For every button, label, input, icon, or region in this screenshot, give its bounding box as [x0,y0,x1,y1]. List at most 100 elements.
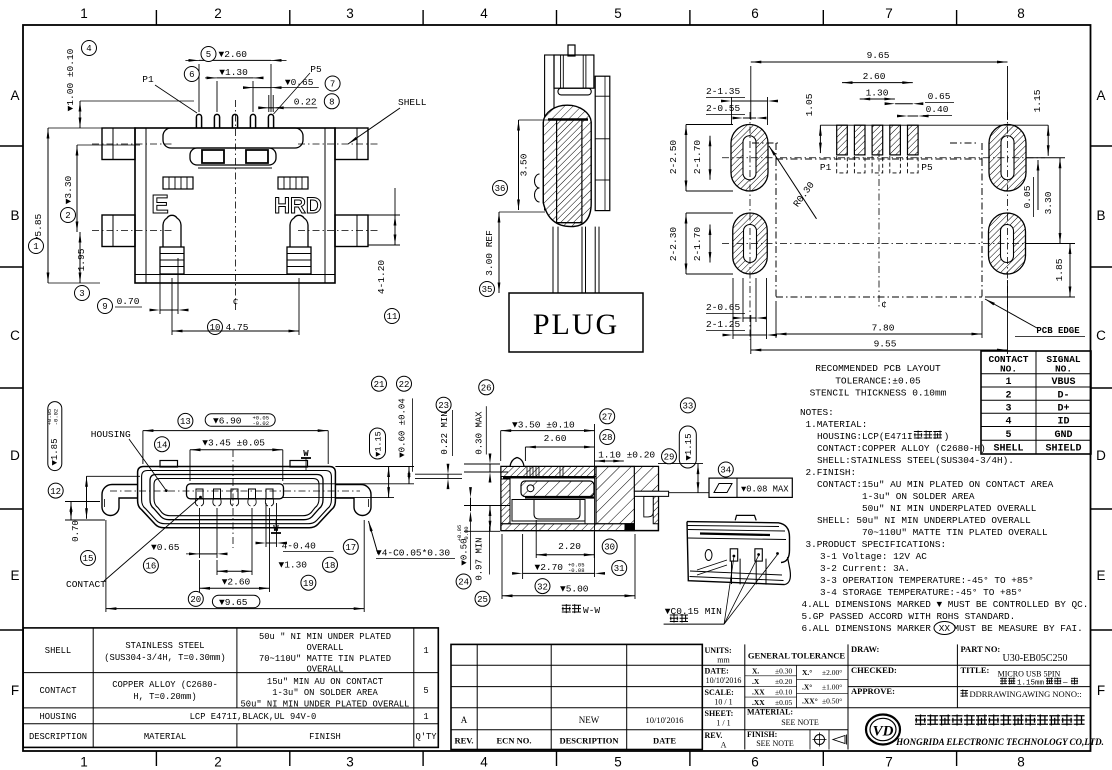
svg-text:▼5.85: ▼5.85 [33,213,44,242]
svg-text:MATERIAL: MATERIAL [144,732,186,742]
svg-text:X.°: X.° [802,668,812,677]
svg-text:0.70: 0.70 [117,296,140,307]
svg-text:±2.00°: ±2.00° [822,668,842,677]
svg-text:(SUS304-3/4H, T=0.30mm): (SUS304-3/4H, T=0.30mm) [104,653,225,663]
svg-text:FINISH:: FINISH: [747,730,777,739]
svg-text:.X°: .X° [802,682,812,691]
svg-text:VD: VD [873,724,894,740]
svg-text:SIGNAL: SIGNAL [1046,354,1081,365]
svg-text:.XX°: .XX° [802,697,818,706]
svg-text:¢: ¢ [233,296,239,308]
svg-text:SHELL: SHELL [993,444,1023,455]
svg-text:23: 23 [438,401,449,411]
svg-text:4-0.40: 4-0.40 [282,541,317,552]
svg-text:P1: P1 [142,74,154,85]
svg-text:3.00 REF: 3.00 REF [484,230,495,276]
svg-text:TOLERANCE:±0.05: TOLERANCE:±0.05 [835,376,921,387]
svg-text:▼1.30: ▼1.30 [219,67,248,78]
svg-text:▼9.65: ▼9.65 [219,597,248,608]
svg-text:▼3.50 ±0.10: ▼3.50 ±0.10 [512,419,575,430]
svg-text:+0.05: +0.05 [456,525,463,542]
svg-text:SHIELD: SHIELD [1045,444,1081,455]
svg-text:1.15: 1.15 [1032,89,1043,112]
svg-text:6: 6 [751,755,759,770]
svg-text:3.50: 3.50 [519,153,530,176]
svg-text:A: A [1096,88,1105,103]
svg-text:1-3u" ON SOLDER AREA: 1-3u" ON SOLDER AREA [862,491,975,502]
svg-text:2-2.30: 2-2.30 [668,227,679,262]
svg-text:50u" NI MIN UNDERPLATED OVERAL: 50u" NI MIN UNDERPLATED OVERALL [862,503,1037,514]
svg-text:6: 6 [189,70,194,80]
svg-text:Q'TY: Q'TY [415,732,437,742]
svg-text:▼0.50: ▼0.50 [460,538,470,565]
svg-text:▼C0.15 MIN: ▼C0.15 MIN [665,606,722,617]
svg-text:2: 2 [214,6,222,21]
svg-text:A: A [721,741,727,750]
svg-text:—: — [1062,680,1068,688]
svg-text:4.ALL DIMENSIONS MARKED ▼ MUST: 4.ALL DIMENSIONS MARKED ▼ MUST BE CONTRO… [802,599,1089,610]
svg-text:28: 28 [602,433,613,443]
svg-text:CHECKED:: CHECKED: [851,665,897,675]
svg-text:DESCRIPTION: DESCRIPTION [559,736,619,746]
svg-text:DESCRIPTION: DESCRIPTION [29,732,87,742]
svg-text:P5: P5 [310,64,322,75]
svg-text:PLUG: PLUG [533,308,619,341]
svg-text:▼0.60 ±0.04: ▼0.60 ±0.04 [398,398,408,457]
svg-text:2.60: 2.60 [544,433,567,444]
svg-text:A: A [461,715,468,725]
svg-text:±1.00°: ±1.00° [822,682,842,691]
svg-text:FINISH: FINISH [309,732,341,742]
svg-text:VBUS: VBUS [1051,377,1075,388]
svg-text:±0.50°: ±0.50° [822,697,842,706]
svg-text:▼2.70: ▼2.70 [535,562,564,573]
svg-text:DATE: DATE [653,736,676,746]
svg-text:CONTACT: CONTACT [40,686,77,696]
svg-text:5.GP PASSED ACCORD WITH ROHS S: 5.GP PASSED ACCORD WITH ROHS STANDARD. [802,611,1016,622]
svg-text:E: E [1096,568,1105,583]
svg-text:DDRRAWINGAWING NONO::: DDRRAWINGAWING NONO:: [970,689,1082,699]
svg-text:W: W [303,449,309,459]
svg-text:1.05: 1.05 [804,93,815,116]
svg-text:▼6.90: ▼6.90 [213,415,242,426]
svg-text:.XX: .XX [752,688,765,697]
svg-text:2: 2 [214,755,222,770]
svg-text:D+: D+ [1057,404,1069,415]
svg-text:22: 22 [399,380,410,390]
svg-text:±0.05: ±0.05 [775,698,792,707]
svg-text:NEW: NEW [579,715,600,725]
svg-text:D-: D- [1057,390,1069,401]
svg-text:8: 8 [1017,755,1025,770]
svg-text:2: 2 [1005,390,1011,401]
svg-text:C: C [10,328,20,343]
svg-text:3.PRODUCT SPECIFICATIONS:: 3.PRODUCT SPECIFICATIONS: [806,539,947,550]
svg-text:16: 16 [145,562,156,572]
svg-text:A: A [10,88,19,103]
svg-text:10/10'2016: 10/10'2016 [706,676,742,685]
svg-text:UNITS:: UNITS: [705,646,732,655]
svg-text:1.MATERIAL:: 1.MATERIAL: [806,419,868,430]
svg-text:0.97 MIN: 0.97 MIN [475,537,485,580]
svg-text:18: 18 [325,561,336,571]
svg-text:31: 31 [614,564,625,574]
svg-text:1.10 ±0.20: 1.10 ±0.20 [598,450,655,461]
svg-text:NO.: NO. [1000,364,1017,375]
svg-text:ECN NO.: ECN NO. [497,736,532,746]
svg-text:F: F [1097,683,1105,698]
svg-text:▼4-C0.05*0.30: ▼4-C0.05*0.30 [376,548,450,559]
svg-text:2-1.70: 2-1.70 [692,140,703,175]
svg-text:MATERIAL:: MATERIAL: [747,708,793,717]
svg-text:SEE NOTE: SEE NOTE [781,718,819,727]
svg-text:MICRO USB 5PIN: MICRO USB 5PIN [998,670,1061,679]
svg-text:▼2.60: ▼2.60 [219,49,248,60]
svg-text:32: 32 [537,582,548,592]
svg-text:±0.10: ±0.10 [775,688,792,697]
svg-text:3-2 Current: 3A.: 3-2 Current: 3A. [820,563,910,574]
svg-text:4: 4 [480,6,488,21]
svg-text:17: 17 [345,543,356,553]
svg-text:8: 8 [1017,6,1025,21]
svg-text:E: E [151,189,169,219]
svg-text:+0.05: +0.05 [46,409,53,426]
svg-text:XX: XX [939,623,951,634]
svg-text:15: 15 [83,554,94,564]
svg-text:30: 30 [604,543,615,553]
